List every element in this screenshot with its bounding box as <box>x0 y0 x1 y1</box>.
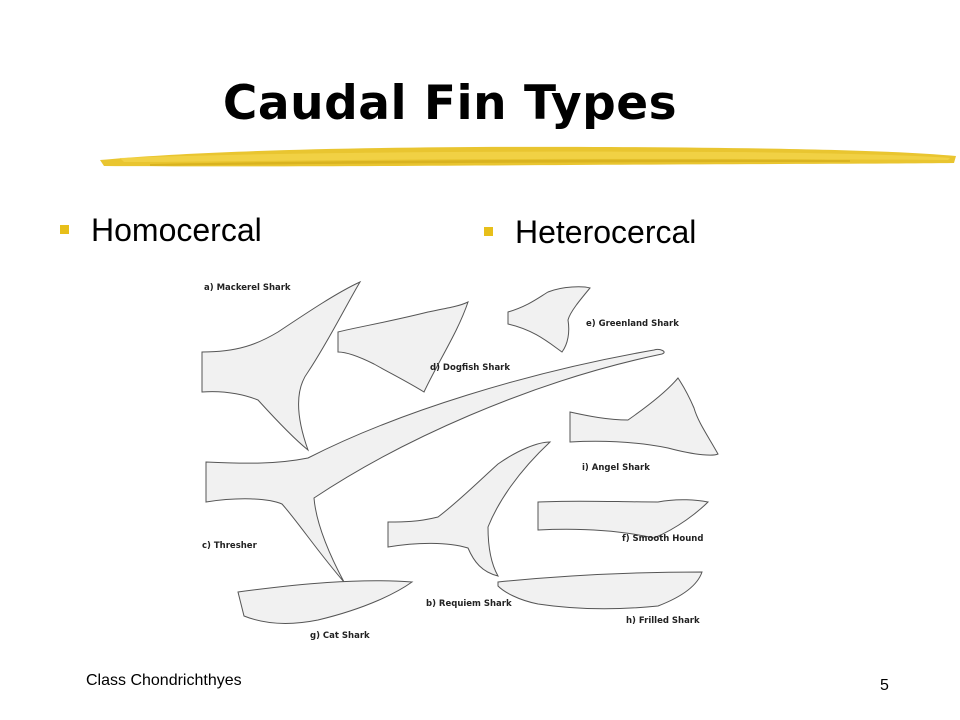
bullet-homocercal: Homocercal <box>60 210 262 250</box>
fin-label-b: b) Requiem Shark <box>426 599 512 609</box>
fin-label-c: c) Thresher <box>202 541 258 551</box>
fin-thresher <box>205 349 665 583</box>
fin-mackerel-shark <box>201 280 362 452</box>
fin-dogfish-shark <box>337 301 469 393</box>
fin-greenland-shark <box>507 286 591 353</box>
bullet-marker-icon <box>60 225 69 235</box>
fin-label-f: f) Smooth Hound <box>622 534 703 544</box>
bullet-text: Homocercal <box>91 212 262 248</box>
fin-label-i: i) Angel Shark <box>582 463 650 473</box>
fin-cat-shark <box>237 580 414 624</box>
caudal-fin-illustration: a) Mackerel Shark b) Requiem Shark c) Th… <box>201 280 719 641</box>
fin-smooth-hound <box>537 499 710 539</box>
bullet-heterocercal: Heterocercal <box>484 212 696 252</box>
fin-angel-shark <box>569 377 719 456</box>
bullet-marker-icon <box>484 227 493 237</box>
title-underline-brushstroke <box>100 146 956 167</box>
fin-label-g: g) Cat Shark <box>310 631 370 641</box>
fin-label-a: a) Mackerel Shark <box>204 283 291 293</box>
fin-frilled-shark <box>497 571 703 610</box>
slide-title: Caudal Fin Types <box>222 76 678 131</box>
page-number: 5 <box>880 677 889 694</box>
fin-label-h: h) Frilled Shark <box>626 616 700 626</box>
footer-text: Class Chondrichthyes <box>86 672 242 689</box>
fin-label-e: e) Greenland Shark <box>586 319 679 329</box>
fin-label-d: d) Dogfish Shark <box>430 363 510 373</box>
bullet-text: Heterocercal <box>515 214 697 250</box>
fin-requiem-shark <box>387 441 552 577</box>
